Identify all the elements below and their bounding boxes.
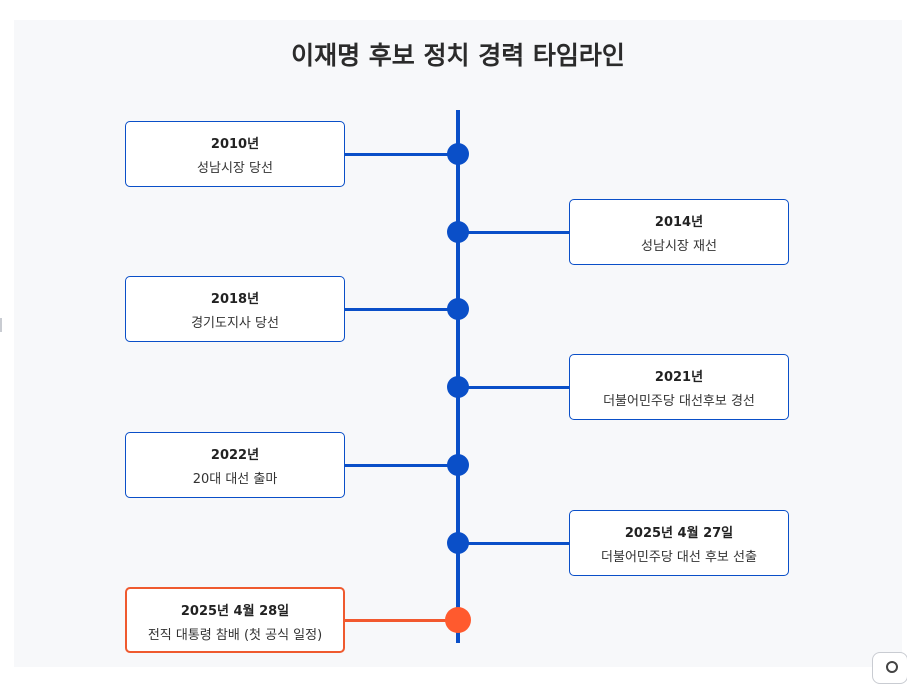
timeline-event-card: 2021년 더불어민주당 대선후보 경선: [569, 354, 789, 420]
event-year: 2021년: [654, 370, 704, 385]
event-description: 더불어민주당 대선후보 경선: [603, 394, 755, 409]
timeline-dot: [447, 143, 469, 165]
search-icon-button[interactable]: [872, 652, 907, 684]
timeline-dot: [447, 221, 469, 243]
event-description: 더불어민주당 대선 후보 선출: [601, 550, 757, 565]
timeline-event-card: 2025년 4월 28일 전직 대통령 참배 (첫 공식 일정): [125, 587, 345, 653]
event-description: 성남시장 재선: [641, 239, 717, 254]
page-title: 이재명 후보 정치 경력 타임라인: [291, 41, 625, 70]
event-year: 2018년: [210, 292, 260, 307]
event-year: 2025년 4월 27일: [624, 526, 734, 541]
timeline-event-card: 2018년 경기도지사 당선: [125, 276, 345, 342]
event-description: 20대 대선 출마: [192, 472, 278, 487]
search-icon: [886, 661, 898, 673]
timeline-dot: [447, 298, 469, 320]
timeline-dot: [447, 454, 469, 476]
timeline-dot: [447, 376, 469, 398]
timeline-event-card: 2014년 성남시장 재선: [569, 199, 789, 265]
event-year: 2014년: [654, 215, 704, 230]
event-description: 성남시장 당선: [197, 161, 273, 176]
timeline-event-card: 2025년 4월 27일 더불어민주당 대선 후보 선출: [569, 510, 789, 576]
timeline-dot: [445, 607, 471, 633]
event-year: 2010년: [210, 137, 260, 152]
timeline-event-card: 2010년 성남시장 당선: [125, 121, 345, 187]
timeline-connector: [458, 386, 569, 389]
timeline-dot: [447, 532, 469, 554]
timeline-connector: [458, 542, 569, 545]
event-description: 경기도지사 당선: [191, 316, 279, 331]
event-description: 전직 대통령 참배 (첫 공식 일정): [147, 628, 323, 643]
event-year: 2025년 4월 28일: [180, 604, 290, 619]
event-year: 2022년: [210, 448, 260, 463]
timeline-connector: [345, 308, 458, 311]
timeline-event-card: 2022년 20대 대선 출마: [125, 432, 345, 498]
timeline-connector: [345, 153, 458, 156]
edge-marker: [0, 318, 2, 332]
timeline-connector: [345, 619, 458, 622]
timeline-connector: [345, 464, 458, 467]
timeline-connector: [458, 231, 569, 234]
